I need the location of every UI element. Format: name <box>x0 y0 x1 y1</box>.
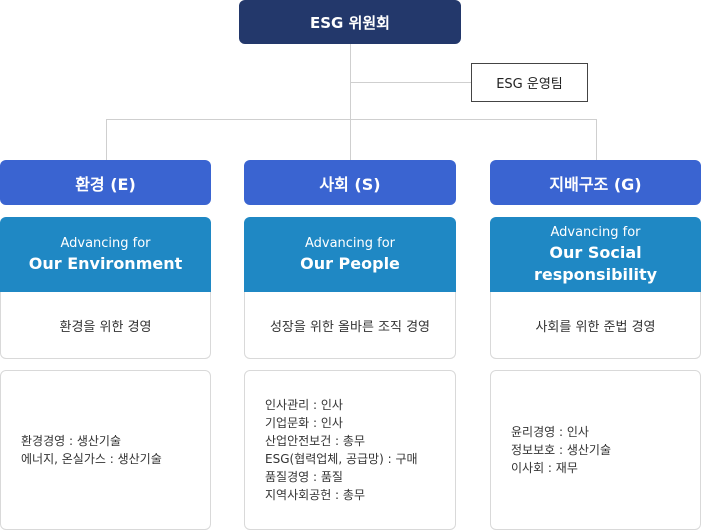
list-item: 인사관리 : 인사 <box>265 398 343 412</box>
social-header: 사회 (S) <box>244 160 456 205</box>
connector-drop-center <box>350 119 351 160</box>
environment-banner-title: Our Environment <box>28 253 183 273</box>
governance-banner-title-line1: Our Social <box>549 242 642 262</box>
governance-goal: 사회를 위한 준법 경영 <box>490 292 701 359</box>
environment-goal-label: 환경을 위한 경영 <box>59 319 152 335</box>
list-item: ESG(협력업체, 공급망) : 구매 <box>265 452 418 466</box>
list-item: 윤리경영 : 인사 <box>511 425 589 439</box>
esg-committee-node: ESG 위원회 <box>239 0 461 44</box>
social-goal: 성장을 위한 올바른 조직 경영 <box>244 292 456 359</box>
social-banner: Advancing for Our People <box>244 217 456 292</box>
environment-detail-list: 환경경영 : 생산기술 에너지, 온실가스 : 생산기술 <box>0 370 211 530</box>
list-item: 기업문화 : 인사 <box>265 416 343 430</box>
governance-header-label: 지배구조 (G) <box>549 174 642 194</box>
connector-drop-right <box>596 119 597 160</box>
social-detail-list: 인사관리 : 인사 기업문화 : 인사 산업안전보건 : 총무 ESG(협력업체… <box>244 370 456 530</box>
social-header-label: 사회 (S) <box>319 174 381 194</box>
social-banner-small: Advancing for <box>304 235 396 251</box>
environment-banner-small: Advancing for <box>60 235 151 251</box>
governance-banner-small: Advancing for <box>550 224 641 240</box>
esg-operation-team-label: ESG 운영팀 <box>496 77 563 92</box>
environment-goal: 환경을 위한 경영 <box>0 292 211 359</box>
governance-banner-title-line2: responsibility <box>533 264 658 284</box>
connector-to-sub <box>350 82 471 83</box>
connector-drop-left <box>106 119 107 160</box>
governance-detail-list: 윤리경영 : 인사 정보보호 : 생산기술 이사회 : 재무 <box>490 370 701 530</box>
list-item: 이사회 : 재무 <box>511 461 578 475</box>
environment-banner: Advancing for Our Environment <box>0 217 211 292</box>
governance-goal-label: 사회를 위한 준법 경영 <box>535 319 656 335</box>
social-banner-title: Our People <box>300 253 400 273</box>
environment-header-label: 환경 (E) <box>75 174 136 194</box>
esg-operation-team-node: ESG 운영팀 <box>471 63 588 102</box>
governance-header: 지배구조 (G) <box>490 160 701 205</box>
list-item: 에너지, 온실가스 : 생산기술 <box>21 452 162 466</box>
list-item: 품질경영 : 품질 <box>265 470 343 484</box>
list-item: 환경경영 : 생산기술 <box>21 434 121 448</box>
esg-committee-label: ESG 위원회 <box>310 13 390 32</box>
connector-horizontal <box>106 119 596 120</box>
list-item: 정보보호 : 생산기술 <box>511 443 611 457</box>
list-item: 지역사회공헌 : 총무 <box>265 488 365 502</box>
list-item: 산업안전보건 : 총무 <box>265 434 365 448</box>
environment-header: 환경 (E) <box>0 160 211 205</box>
social-goal-label: 성장을 위한 올바른 조직 경영 <box>269 319 431 335</box>
governance-banner: Advancing for Our Social responsibility <box>490 217 701 292</box>
